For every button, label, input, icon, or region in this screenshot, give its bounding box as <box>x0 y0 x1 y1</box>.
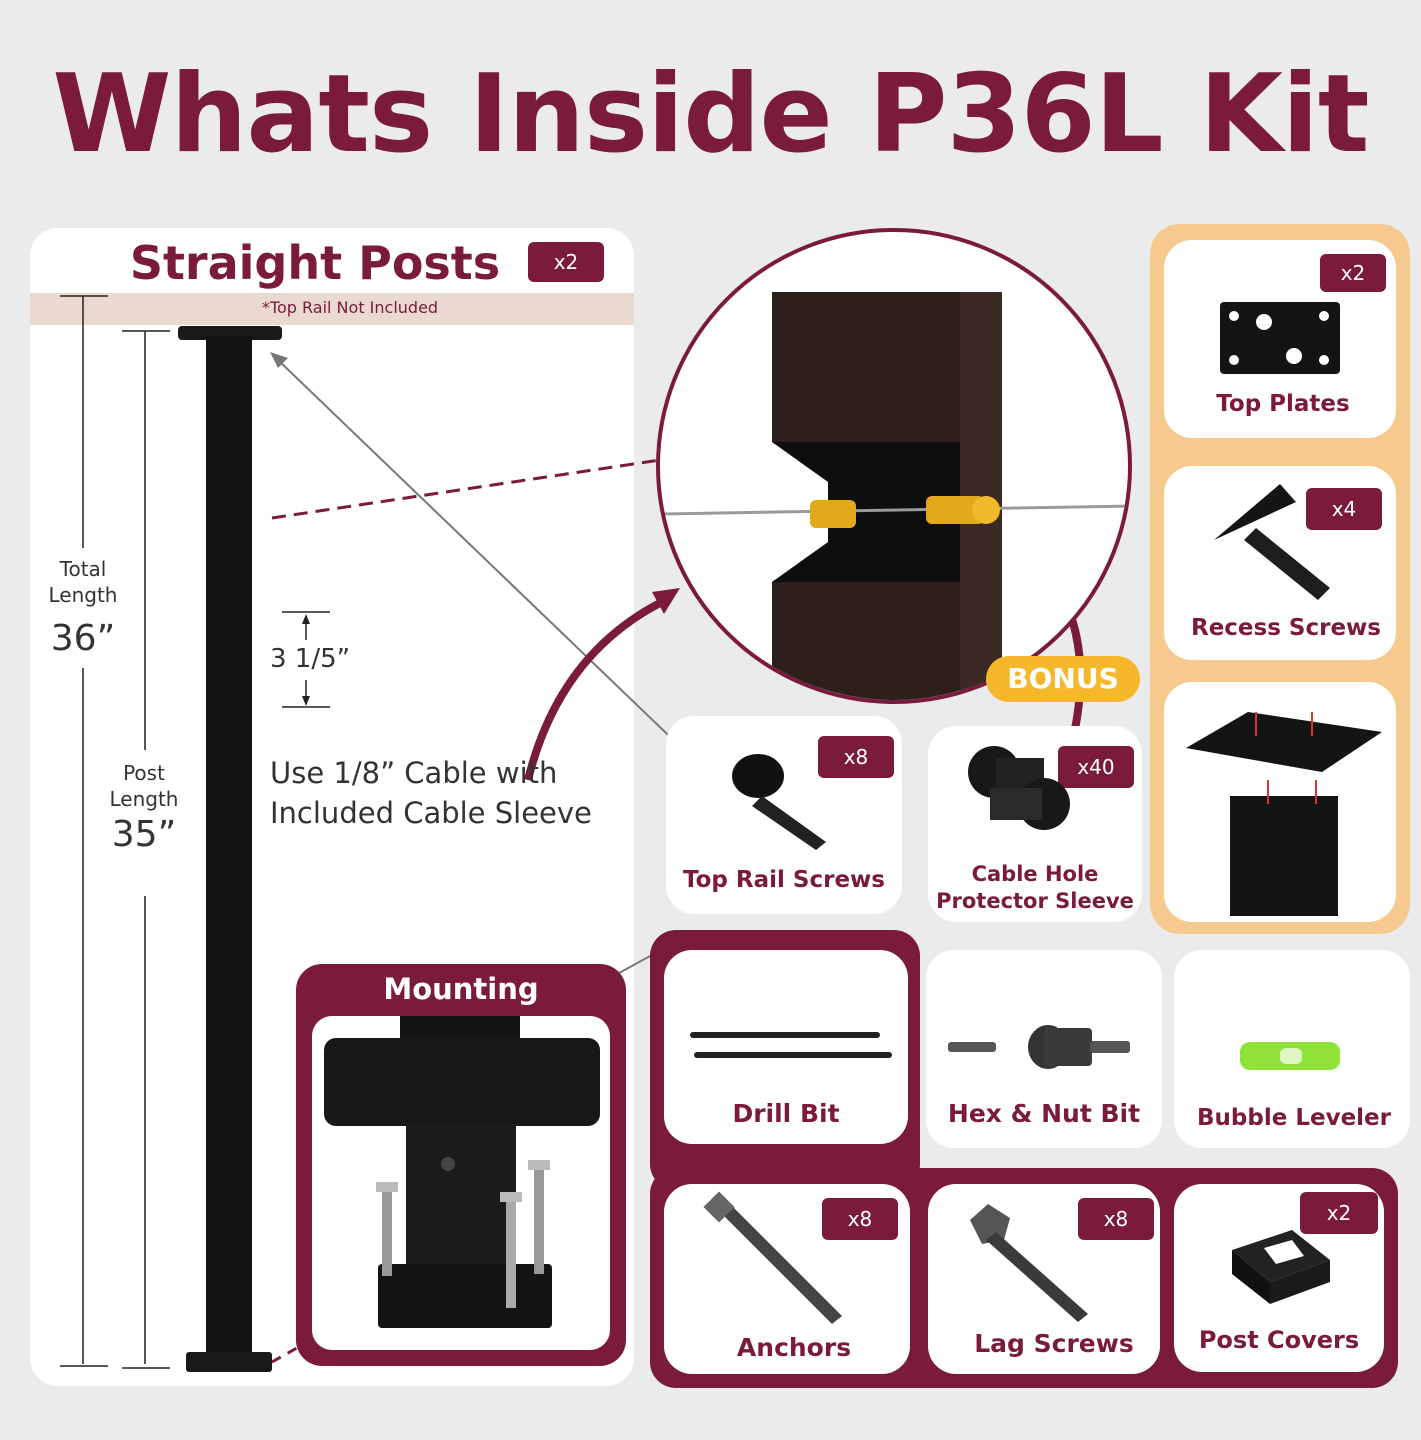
post-length-label: Post Length <box>109 761 179 811</box>
cable-sleeve-label-line1: Cable Hole <box>971 862 1099 886</box>
anchors-qty-badge: x8 <box>822 1198 898 1240</box>
post-covers-label: Post Covers <box>1198 1326 1360 1354</box>
hex-nut-bit-label: Hex & Nut Bit <box>947 1099 1141 1128</box>
post-cover-icon <box>1232 1230 1330 1304</box>
top-rail-note: *Top Rail Not Included <box>261 298 439 317</box>
top-plate-icon <box>1220 302 1340 374</box>
bubble-leveler-label: Bubble Leveler <box>1197 1105 1391 1131</box>
anchors-label: Anchors <box>736 1333 852 1362</box>
top-plates-label: Top Plates <box>1216 391 1350 417</box>
cable-sleeve-icon <box>968 746 1070 830</box>
recess-screws-qty-badge: x4 <box>1306 488 1382 530</box>
drill-bit-icon <box>690 1032 892 1058</box>
mounting-image-frame <box>312 1016 610 1350</box>
bonus-tag: BONUS <box>986 656 1140 702</box>
top-rail-note-band <box>30 293 634 325</box>
recess-screw-icon <box>1214 484 1330 600</box>
cable-zoom-illustration <box>660 292 1128 700</box>
hex-nut-bit-icon <box>948 1025 1130 1069</box>
lag-screw-icon <box>970 1204 1088 1322</box>
top-plates-qty-badge: x2 <box>1320 254 1386 292</box>
total-length-value: 36” <box>50 618 116 659</box>
bubble-leveler-icon <box>1240 1042 1340 1070</box>
lag-screws-qty-badge: x8 <box>1078 1198 1154 1240</box>
anchor-icon <box>703 1191 842 1324</box>
cable-zoom-circle <box>656 228 1132 704</box>
cable-sleeve-qty-badge: x40 <box>1058 746 1134 788</box>
drill-bit-label: Drill Bit <box>732 1099 840 1128</box>
mounting-illustration <box>324 1016 600 1328</box>
straight-posts-qty-badge: x2 <box>528 242 604 282</box>
top-rail-screws-label: Top Rail Screws <box>683 867 885 893</box>
hole-spacing-value: 3 1/5” <box>270 644 351 674</box>
cable-note-line2: Included Cable Sleeve <box>270 796 592 830</box>
recess-screws-label: Recess Screws <box>1190 615 1381 641</box>
top-rail-screw-icon <box>732 754 826 850</box>
cable-sleeve-label-line2: Protector Sleeve <box>936 889 1134 913</box>
lag-screws-label: Lag Screws <box>974 1329 1134 1358</box>
page-title: Whats Inside P36L Kit <box>52 52 1369 177</box>
drill-bit-card <box>664 950 908 1144</box>
cable-note-line1: Use 1/8” Cable with <box>270 756 558 790</box>
total-length-label: Total Length <box>48 557 118 607</box>
post-covers-qty-badge: x2 <box>1300 1192 1378 1234</box>
top-rail-screws-qty-badge: x8 <box>818 736 894 778</box>
straight-posts-heading: Straight Posts <box>129 236 501 290</box>
mounting-label: Mounting <box>383 972 539 1006</box>
post-length-value: 35” <box>111 814 177 855</box>
top-plate-install-illustration <box>1186 712 1382 916</box>
